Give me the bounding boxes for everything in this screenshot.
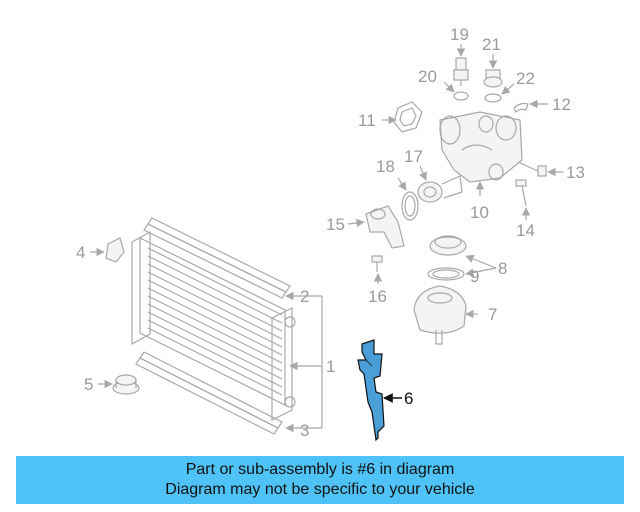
- seal-strip-bottom: [135, 351, 283, 435]
- seal-20: [453, 91, 469, 101]
- callout-13: 13: [566, 163, 585, 182]
- bolt-13: [517, 161, 547, 177]
- callout-16: 16: [368, 287, 387, 306]
- callout-18: 18: [376, 157, 395, 176]
- mount-5: [112, 374, 140, 395]
- flange-15: [365, 205, 405, 249]
- callout-1: 1: [326, 357, 335, 376]
- callout-9: 9: [470, 267, 479, 286]
- bracket-4: [105, 237, 125, 263]
- expansion-tank-7: [413, 285, 467, 345]
- plug-21: [483, 69, 503, 88]
- bolt-14: [515, 179, 527, 207]
- thermostat-housing-10: [439, 111, 523, 183]
- bolt-16: [371, 255, 383, 272]
- radiator: [131, 230, 296, 421]
- callout-8: 8: [498, 259, 507, 278]
- banner-line-2: Diagram may not be specific to your vehi…: [165, 481, 475, 498]
- seal-22: [484, 93, 502, 103]
- thermostat-17: [417, 175, 463, 203]
- callout-17: 17: [404, 147, 423, 166]
- callout-21: 21: [482, 35, 501, 54]
- callout-11: 11: [358, 111, 376, 130]
- banner-line-1: Part or sub-assembly is #6 in diagram: [185, 461, 455, 478]
- callout-7: 7: [488, 305, 497, 324]
- callout-3: 3: [300, 421, 309, 440]
- gasket-11: [393, 101, 423, 133]
- highlighted-part-6: [357, 339, 385, 442]
- cap-8: [429, 235, 467, 256]
- callout-5: 5: [84, 375, 93, 394]
- callout-4: 4: [76, 243, 85, 262]
- callout-15: 15: [326, 215, 345, 234]
- callout-19: 19: [450, 25, 469, 44]
- seal-ring-9: [427, 267, 465, 281]
- o-ring-18: [401, 191, 419, 221]
- seal-strip-top: [143, 217, 291, 299]
- callout-6: 6: [404, 389, 413, 408]
- callout-10: 10: [470, 203, 489, 222]
- leader-lines: [90, 44, 564, 433]
- info-banner: Part or sub-assembly is #6 in diagram Di…: [16, 456, 624, 504]
- clip-12: [513, 102, 529, 114]
- callout-22: 22: [516, 69, 535, 88]
- callout-14: 14: [516, 221, 535, 240]
- sensor-19: [453, 57, 469, 86]
- callout-20: 20: [418, 67, 437, 86]
- callout-12: 12: [552, 95, 571, 114]
- callout-2: 2: [300, 287, 309, 306]
